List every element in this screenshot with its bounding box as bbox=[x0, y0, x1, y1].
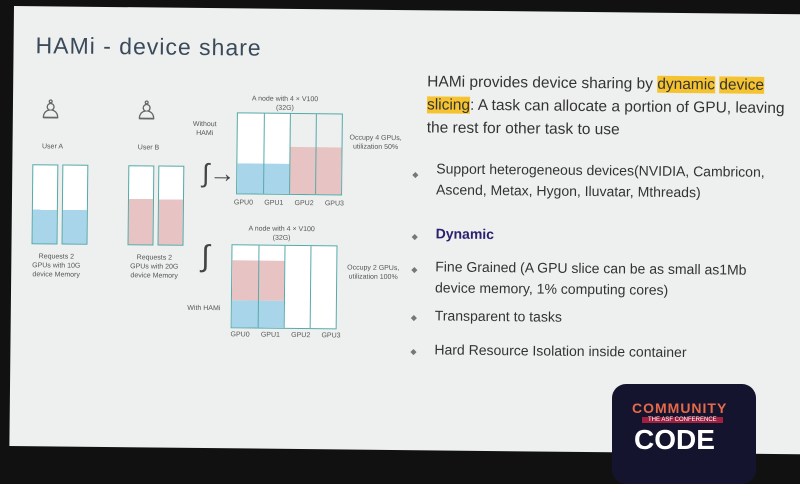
with-hami-label: With HAMi bbox=[187, 304, 221, 313]
arrow-top: ∫→ bbox=[202, 157, 236, 189]
user-a-gpu-2 bbox=[61, 164, 89, 245]
slide-title: HAMi - device share bbox=[35, 32, 262, 61]
bullet-icon: ◆ bbox=[412, 170, 419, 180]
user-a-label: User A bbox=[41, 143, 64, 151]
bullet-isolation: Hard Resource Isolation inside container bbox=[434, 341, 687, 361]
node-label-top: A node with 4 × V100(32G) bbox=[251, 95, 319, 112]
bullet-fine-grained: Fine Grained (A GPU slice can be as smal… bbox=[434, 258, 747, 298]
community-code-logo: COMMUNITY THE ASF CONFERENCE CODE bbox=[612, 384, 756, 484]
gpu-node-bottom bbox=[230, 244, 338, 330]
user-b-gpu-1 bbox=[127, 165, 155, 246]
bullet-dynamic: Dynamic bbox=[435, 225, 495, 243]
occupy-bottom: Occupy 2 GPUs,utilization 100% bbox=[347, 264, 400, 282]
node-label-bottom: A node with 4 × V100(32G) bbox=[248, 225, 315, 242]
bullet-icon: ◆ bbox=[410, 313, 417, 323]
gpu-node-top bbox=[236, 112, 343, 196]
bullet-heterogeneous: Support heterogeneous devices(NVIDIA, Ca… bbox=[436, 160, 765, 201]
bullet-icon: ◆ bbox=[411, 265, 418, 275]
intro-text: HAMi provides device sharing by dynamic … bbox=[426, 73, 785, 139]
user-a-icon: ♙ bbox=[38, 94, 63, 125]
occupy-top: Occupy 4 GPUs,utilization 50% bbox=[349, 134, 402, 152]
arrow-bottom: ∫ bbox=[201, 239, 210, 274]
bullet-icon: ◆ bbox=[410, 347, 417, 357]
bullet-icon: ◆ bbox=[411, 232, 418, 242]
bullet-transparent: Transparent to tasks bbox=[434, 307, 562, 325]
user-b-label: User B bbox=[137, 144, 160, 152]
user-b-icon: ♙ bbox=[134, 95, 159, 126]
user-a-gpu-1 bbox=[31, 164, 59, 245]
user-b-gpu-2 bbox=[157, 165, 185, 246]
